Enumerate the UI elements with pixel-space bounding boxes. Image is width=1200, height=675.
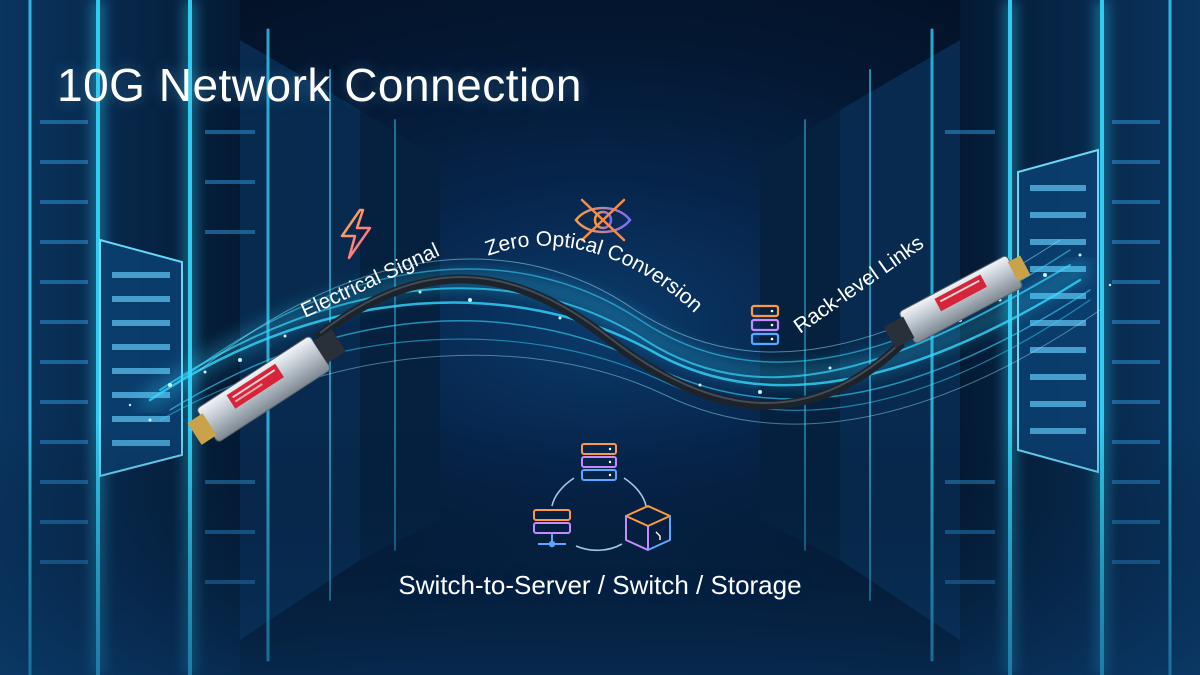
server-workstation-icon — [533, 509, 571, 548]
electrical-signal-label: Electrical Signal — [297, 239, 442, 323]
page-title: 10G Network Connection — [57, 59, 582, 111]
rack-level-links-label: Rack-level Links — [790, 231, 928, 338]
right-sfp-module — [883, 255, 1031, 349]
lightning-bolt-icon — [340, 208, 372, 260]
storage-box-icon — [625, 505, 671, 551]
left-server-panel — [99, 238, 183, 478]
connection-types-caption: Switch-to-Server / Switch / Storage — [398, 570, 802, 600]
connection-cycle-diagram — [533, 443, 671, 552]
server-rack-icon — [750, 304, 780, 346]
crossed-eye-icon — [574, 198, 632, 242]
zero-optical-conversion-label: Zero Optical Conversion — [482, 228, 707, 317]
server-stack-icon — [581, 443, 617, 481]
left-sfp-module — [187, 329, 346, 445]
cycle-arrows — [551, 477, 647, 552]
